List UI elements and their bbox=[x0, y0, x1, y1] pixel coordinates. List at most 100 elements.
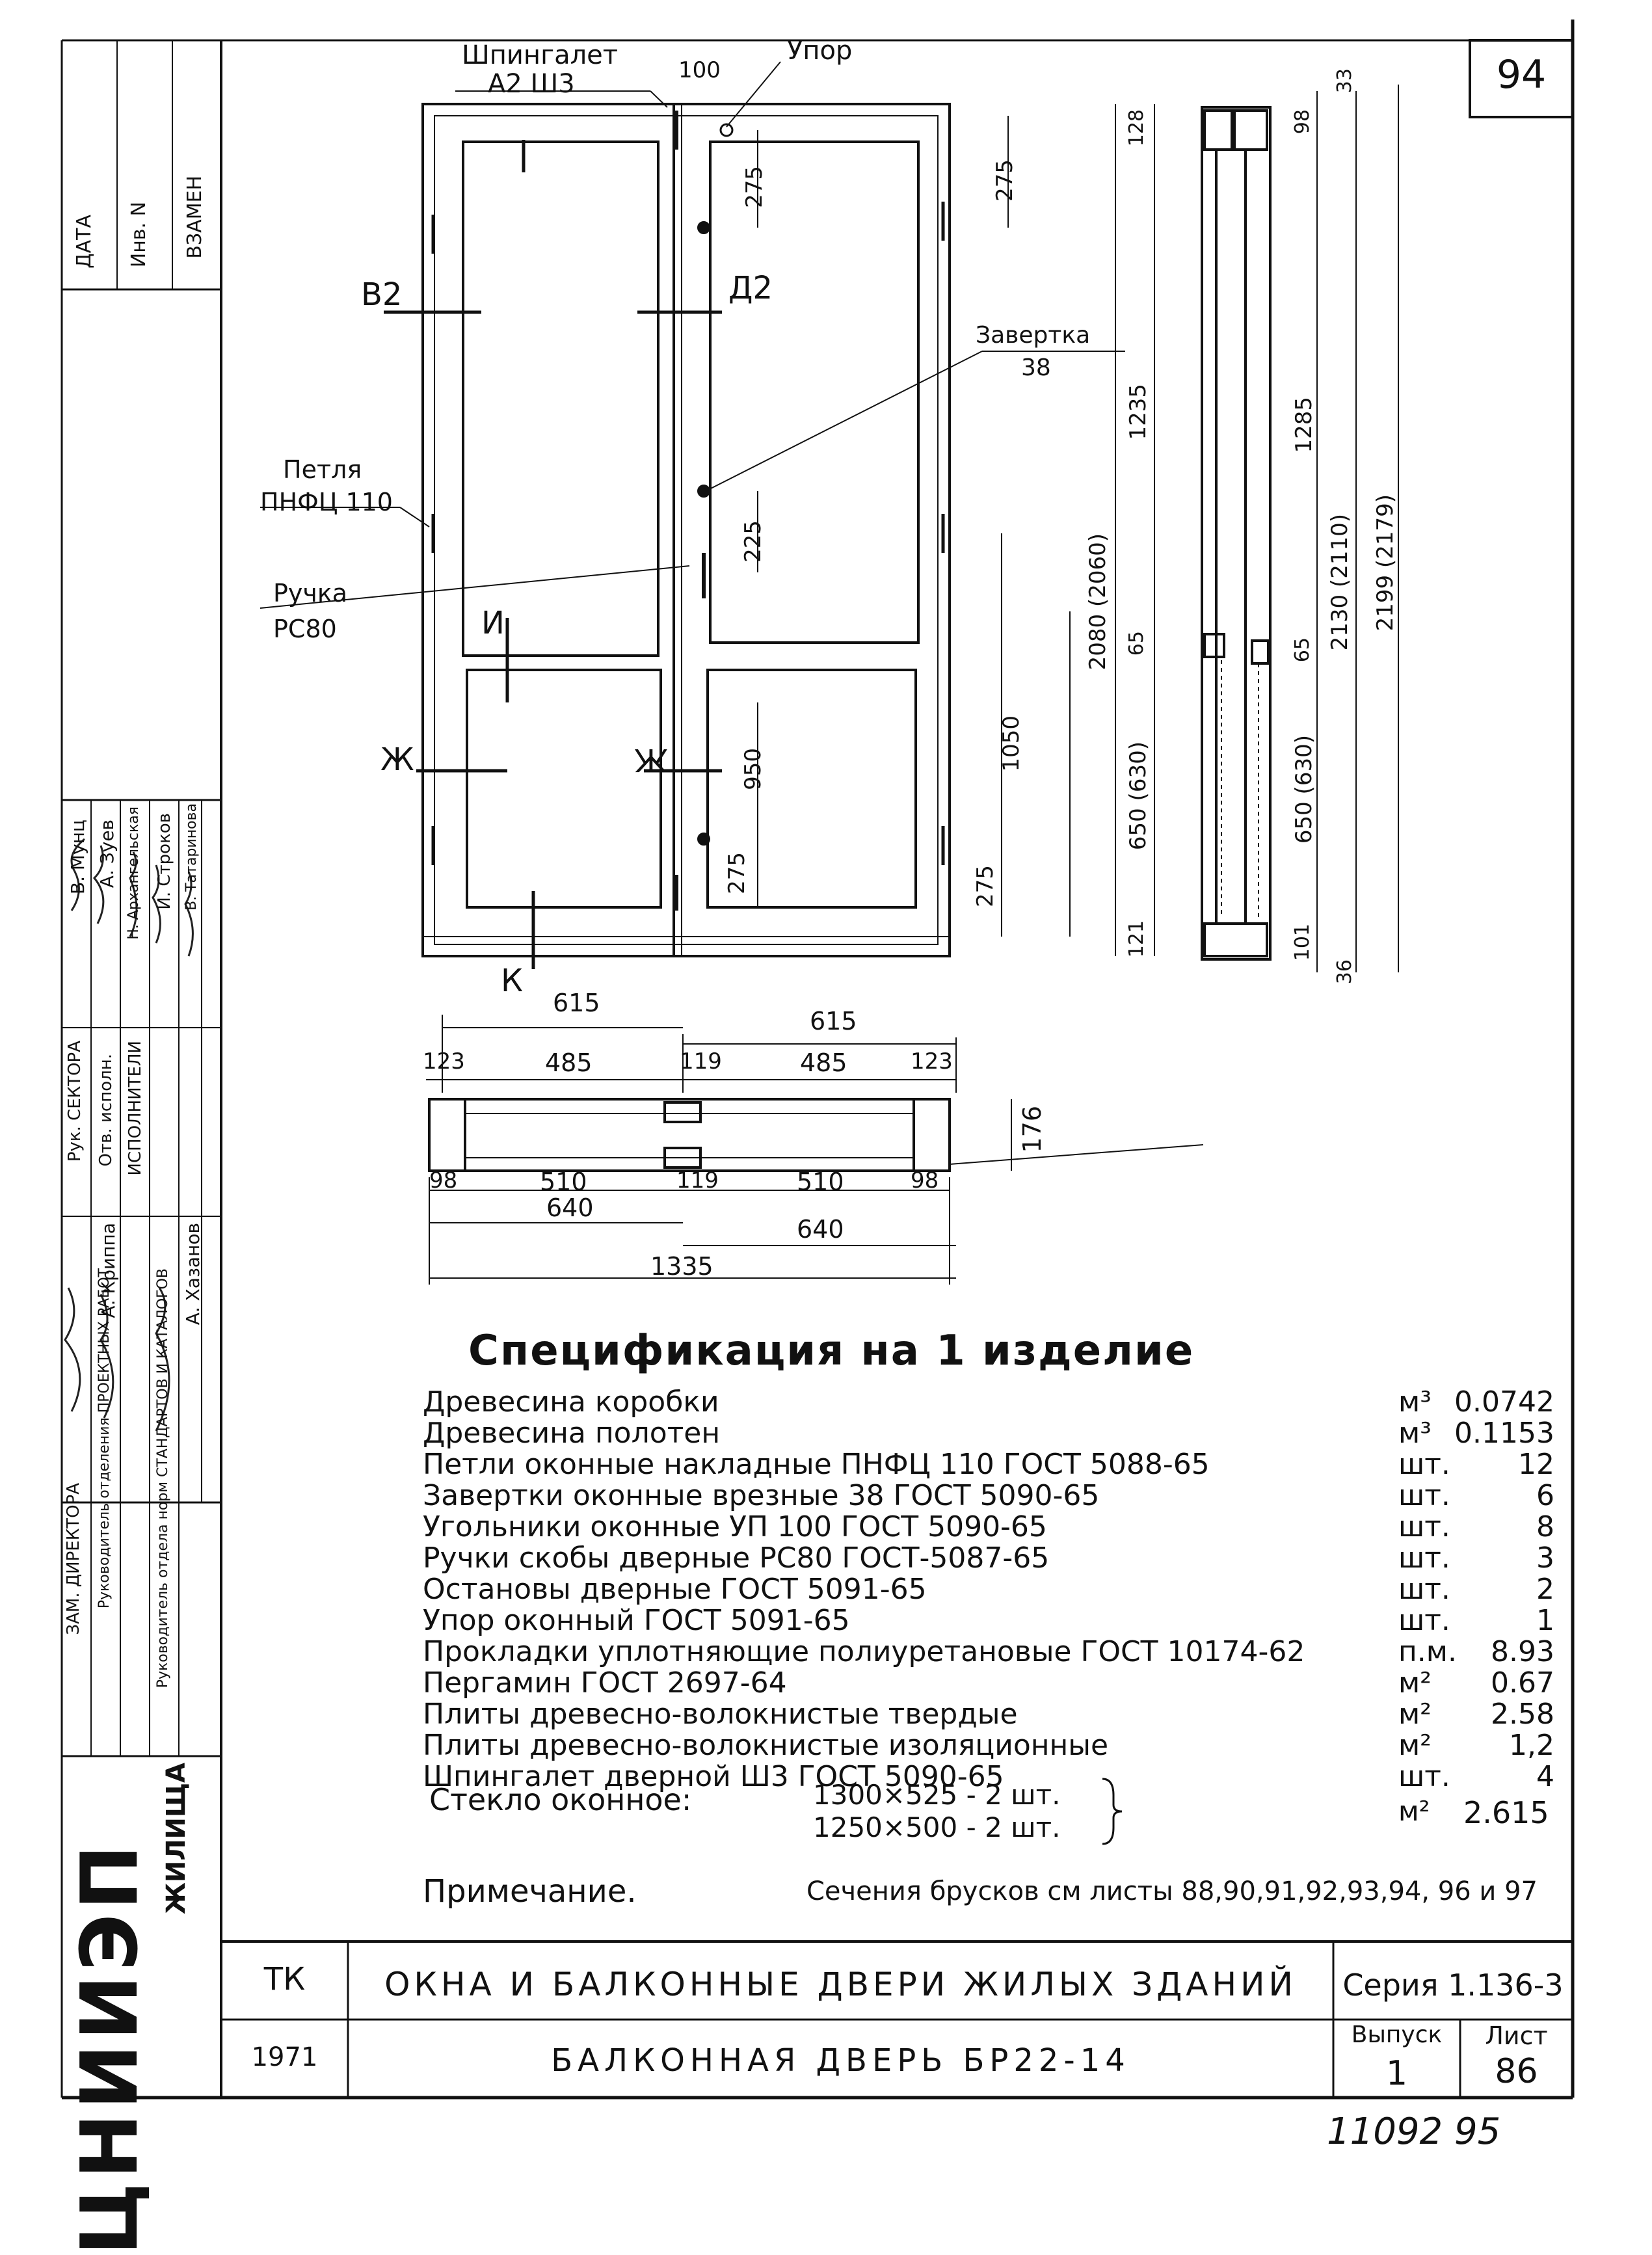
spec-item-name: Древесина коробки bbox=[423, 1385, 719, 1419]
title-subtitle: БАЛКОННАЯ ДВЕРЬ БР22-14 bbox=[551, 2042, 1130, 2079]
spec-item-unit: шт. bbox=[1398, 1760, 1450, 1793]
spec-row: Ручки скобы дверные РС80 ГОСТ-5087-65 шт… bbox=[423, 1541, 1554, 1575]
spec-row: Шпингалет дверной Ш3 ГОСТ 5090-65 шт. 4 bbox=[423, 1760, 1554, 1793]
spec-row: Древесина коробки м³ 0.0742 bbox=[423, 1385, 1554, 1419]
title-sheet-label: Лист bbox=[1485, 2021, 1548, 2050]
title-series: Серия 1.136-3 bbox=[1342, 1968, 1564, 2003]
label-zavertka-code: 38 bbox=[1021, 354, 1051, 381]
side-section-profile bbox=[1201, 106, 1272, 961]
door-frame-outline bbox=[421, 103, 951, 957]
plan-dim-119-a: 119 bbox=[680, 1048, 722, 1074]
plan-dim-615-b: 615 bbox=[810, 1007, 857, 1035]
spec-item-qty: 6 bbox=[1536, 1479, 1554, 1512]
spec-item-qty: 1,2 bbox=[1509, 1729, 1554, 1762]
plan-dim-485-a: 485 bbox=[545, 1048, 593, 1077]
glass-qty: 2.615 bbox=[1463, 1795, 1549, 1830]
title-code: ТК bbox=[263, 1961, 306, 1997]
spec-item-name: Пергамин ГОСТ 2697-64 bbox=[423, 1666, 787, 1700]
spec-item-unit: м² bbox=[1398, 1666, 1432, 1700]
spec-item-qty: 8 bbox=[1536, 1510, 1554, 1543]
glass-unit: м² bbox=[1398, 1795, 1430, 1827]
spec-item-name: Ручки скобы дверные РС80 ГОСТ-5087-65 bbox=[423, 1541, 1050, 1575]
spec-item-qty: 0.1153 bbox=[1454, 1417, 1554, 1450]
spec-row: Завертки оконные врезные 38 ГОСТ 5090-65… bbox=[423, 1479, 1554, 1512]
spec-row: Прокладки уплотняющие полиуретановые ГОС… bbox=[423, 1635, 1554, 1668]
plan-drawing bbox=[426, 1015, 1204, 1285]
plan-dim-640-a: 640 bbox=[546, 1194, 594, 1222]
label-upor: Упор bbox=[787, 36, 853, 66]
section-mark-i: И bbox=[481, 605, 505, 641]
glass-size-2: 1250×500 - 2 шт. bbox=[813, 1811, 1061, 1843]
section-mark-v2: В2 bbox=[361, 276, 403, 313]
section-mark-zh-left: Ж bbox=[380, 741, 414, 778]
plan-dim-176: 176 bbox=[1018, 1106, 1046, 1153]
plan-dim-510-b: 510 bbox=[797, 1168, 844, 1196]
plan-dim-123-b: 123 bbox=[911, 1048, 953, 1074]
footer-number: 11092 95 bbox=[1327, 2111, 1501, 2153]
title-main: ОКНА И БАЛКОННЫЕ ДВЕРИ ЖИЛЫХ ЗДАНИЙ bbox=[384, 1966, 1297, 2003]
spec-item-unit: м² bbox=[1398, 1729, 1432, 1762]
section-mark-k: К bbox=[501, 963, 524, 999]
spec-item-qty: 3 bbox=[1536, 1541, 1554, 1575]
spec-item-name: Плиты древесно-волокнистые изоляционные bbox=[423, 1729, 1109, 1762]
plan-dim-123-a: 123 bbox=[423, 1048, 465, 1074]
spec-item-qty: 12 bbox=[1518, 1448, 1554, 1481]
spec-item-name: Прокладки уплотняющие полиуретановые ГОС… bbox=[423, 1635, 1305, 1668]
spec-item-qty: 4 bbox=[1536, 1760, 1554, 1793]
left-lower-panel bbox=[466, 669, 662, 909]
spec-item-unit: шт. bbox=[1398, 1604, 1450, 1637]
spec-item-unit: м² bbox=[1398, 1698, 1432, 1731]
plan-dim-119-b: 119 bbox=[676, 1168, 719, 1194]
spec-row: Петли оконные накладные ПНФЦ 110 ГОСТ 50… bbox=[423, 1448, 1554, 1481]
spec-title: Спецификация на 1 изделие bbox=[468, 1327, 1195, 1375]
spec-item-qty: 0.67 bbox=[1491, 1666, 1554, 1700]
spec-item-name: Угольники оконные УП 100 ГОСТ 5090-65 bbox=[423, 1510, 1047, 1543]
plan-dim-510-a: 510 bbox=[540, 1168, 587, 1196]
spec-item-unit: шт. bbox=[1398, 1510, 1450, 1543]
plan-dim-485-b: 485 bbox=[800, 1048, 847, 1077]
label-petlya: Петля bbox=[283, 455, 362, 484]
spec-item-unit: шт. bbox=[1398, 1448, 1450, 1481]
hinge-marks bbox=[431, 202, 945, 865]
right-upper-glass bbox=[709, 140, 920, 644]
dim-100: 100 bbox=[678, 57, 721, 83]
drawing-frame bbox=[60, 20, 1575, 2100]
spec-row: Пергамин ГОСТ 2697-64 м² 0.67 bbox=[423, 1666, 1554, 1700]
title-sheet-value: 86 bbox=[1495, 2052, 1538, 2091]
sheet-number: 94 bbox=[1496, 52, 1547, 98]
spec-row: Древесина полотен м³ 0.1153 bbox=[423, 1417, 1554, 1450]
spec-item-unit: шт. bbox=[1398, 1479, 1450, 1512]
glass-label: Стекло оконное: bbox=[429, 1782, 692, 1817]
spec-row: Плиты древесно-волокнистые твердые м² 2.… bbox=[423, 1698, 1554, 1731]
spec-row: Угольники оконные УП 100 ГОСТ 5090-65 шт… bbox=[423, 1510, 1554, 1543]
label-zavertka: Завертка bbox=[976, 322, 1091, 349]
right-lower-panel bbox=[706, 669, 917, 909]
plan-dim-615-a: 615 bbox=[553, 989, 600, 1017]
section-mark-d2: Д2 bbox=[728, 270, 773, 306]
glass-brace bbox=[1102, 1778, 1123, 1845]
title-issue-label: Выпуск bbox=[1351, 2021, 1443, 2048]
spec-item-name: Петли оконные накладные ПНФЦ 110 ГОСТ 50… bbox=[423, 1448, 1210, 1481]
spec-item-unit: шт. bbox=[1398, 1573, 1450, 1606]
spec-item-unit: м³ bbox=[1398, 1417, 1432, 1450]
spec-row: Остановы дверные ГОСТ 5091-65 шт. 2 bbox=[423, 1573, 1554, 1606]
spec-item-name: Упор оконный ГОСТ 5091-65 bbox=[423, 1604, 850, 1637]
spec-table: Древесина коробки м³ 0.0742 Древесина по… bbox=[423, 1385, 1554, 1802]
spec-item-unit: п.м. bbox=[1398, 1635, 1457, 1668]
title-issue-value: 1 bbox=[1385, 2054, 1408, 2093]
plan-dim-640-b: 640 bbox=[797, 1215, 844, 1244]
spec-item-name: Древесина полотен bbox=[423, 1417, 721, 1450]
label-shpingalet-code: А2 Ш3 bbox=[488, 69, 575, 99]
spec-item-unit: м³ bbox=[1398, 1385, 1432, 1419]
spec-item-name: Завертки оконные врезные 38 ГОСТ 5090-65 bbox=[423, 1479, 1100, 1512]
spec-item-qty: 2.58 bbox=[1491, 1698, 1554, 1731]
spec-item-unit: шт. bbox=[1398, 1541, 1450, 1575]
plan-dim-1335: 1335 bbox=[650, 1252, 713, 1281]
spec-item-name: Остановы дверные ГОСТ 5091-65 bbox=[423, 1573, 927, 1606]
label-shpingalet: Шпингалет bbox=[462, 40, 619, 70]
spec-item-qty: 2 bbox=[1536, 1573, 1554, 1606]
spec-row: Упор оконный ГОСТ 5091-65 шт. 1 bbox=[423, 1604, 1554, 1637]
spec-item-qty: 0.0742 bbox=[1454, 1385, 1554, 1419]
note-text: Сечения брусков см листы 88,90,91,92,93,… bbox=[806, 1876, 1538, 1906]
note-label: Примечание. bbox=[423, 1873, 637, 1910]
